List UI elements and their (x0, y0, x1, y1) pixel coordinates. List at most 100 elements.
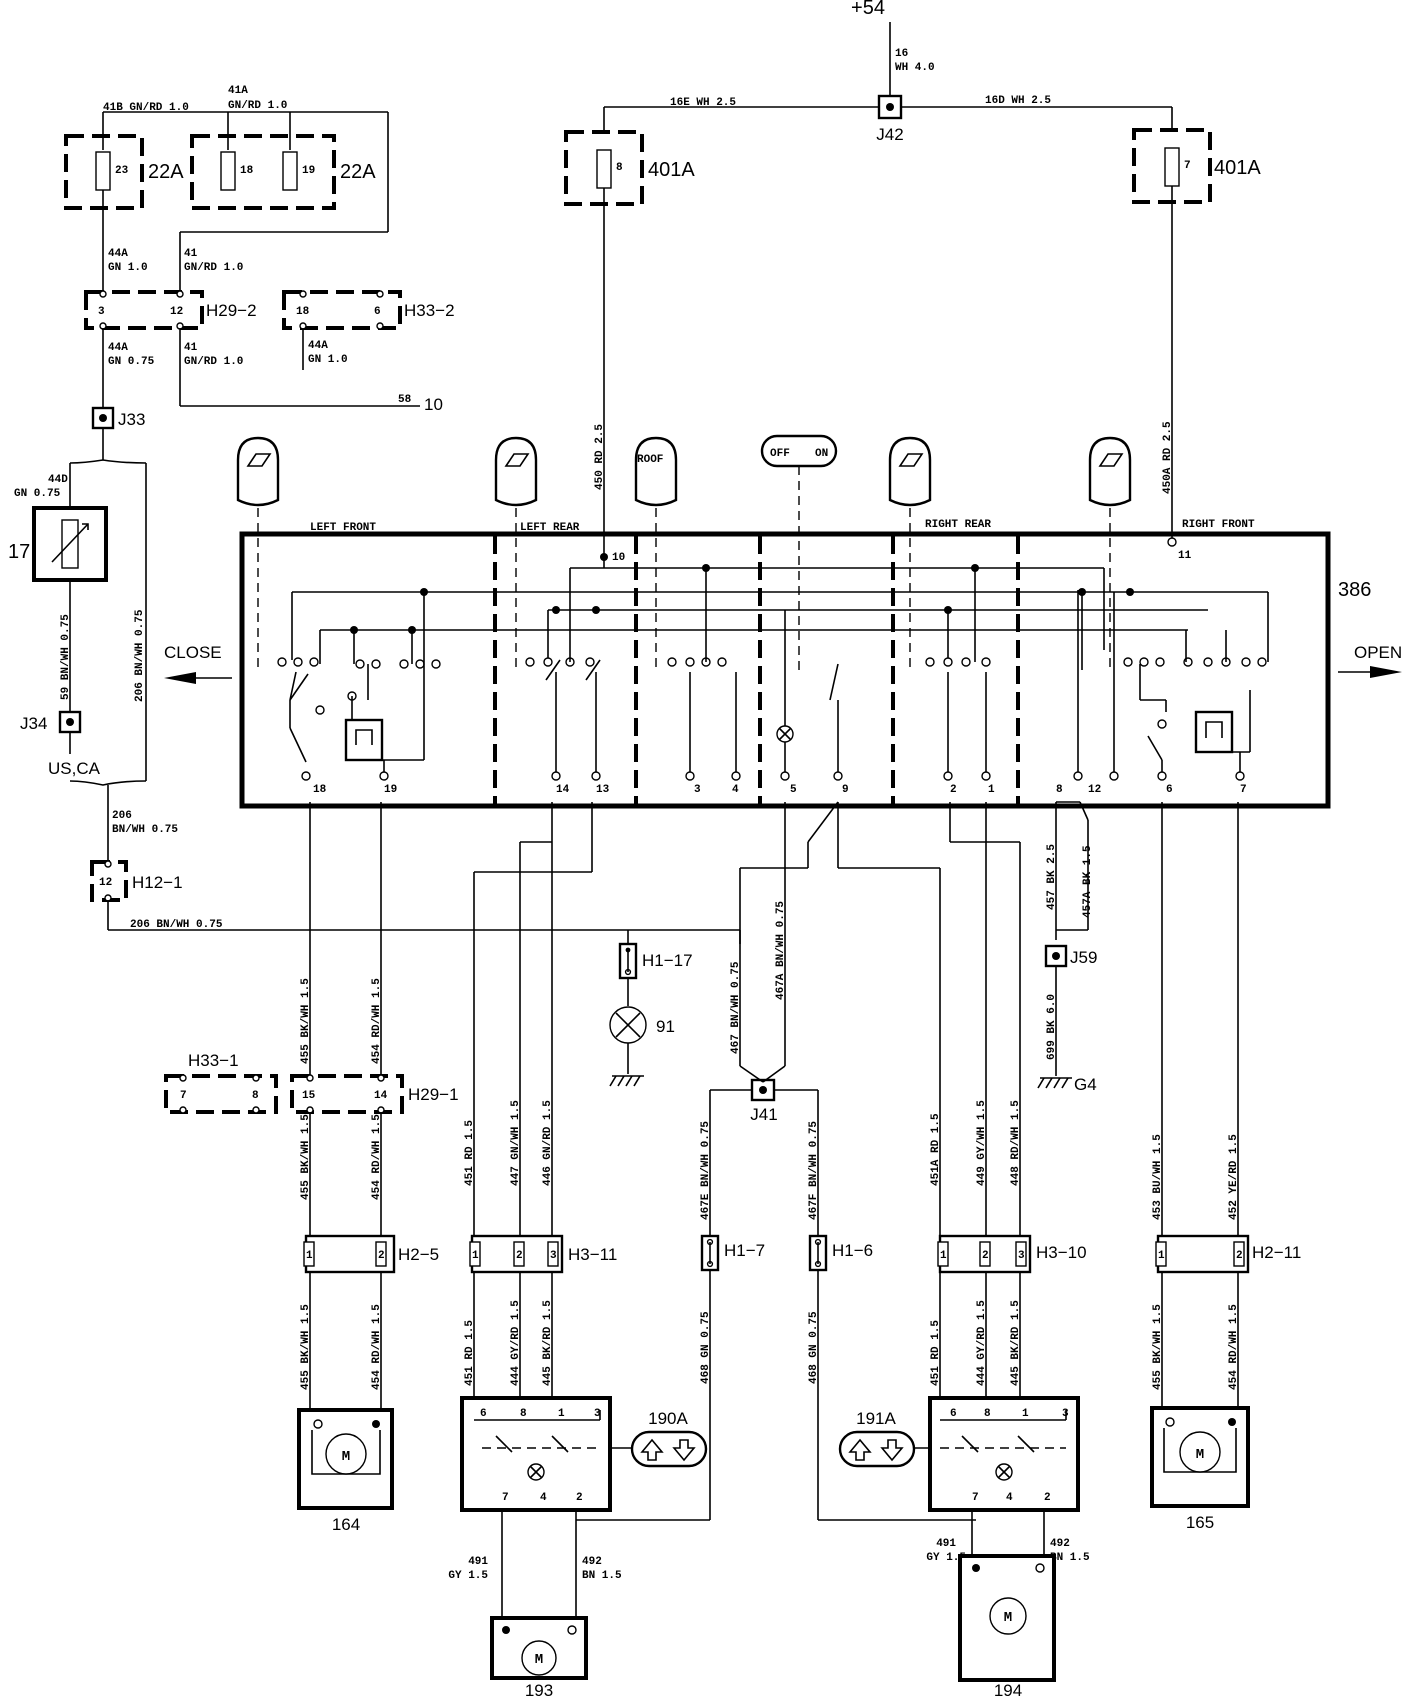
pin-number: 8 (520, 1408, 527, 1420)
wire-label: 16 (895, 48, 908, 60)
svg-text:13: 13 (596, 784, 610, 796)
wire-label: GN 1.0 (308, 354, 348, 366)
pin-number: 2 (1044, 1492, 1051, 1504)
off-label: OFF (770, 448, 790, 460)
wire-label: 16E WH 2.5 (670, 97, 736, 109)
switch-contacts-roof (667, 568, 741, 781)
wire-label: 44A (108, 342, 128, 354)
wire-label: GY 1.5 (448, 1570, 488, 1582)
wire-label: 41A (228, 85, 248, 97)
window-button-left-front (236, 436, 280, 670)
connector-label: H1−17 (642, 951, 693, 970)
wire-label: 467E BN/WH 0.75 (700, 1121, 712, 1220)
component-label: 194 (994, 1681, 1022, 1698)
pin-number: 3 (1018, 1250, 1025, 1262)
component-label: 22A (148, 161, 184, 183)
wire-label: GN 0.75 (108, 356, 155, 368)
wire-label: 58 (398, 394, 412, 406)
junction-label: J41 (750, 1105, 777, 1124)
motor-symbol: M (342, 1449, 350, 1465)
wire-label: 447 GN/WH 1.5 (510, 1100, 522, 1186)
fuse-number: 18 (240, 165, 254, 177)
wire-label: 59 BN/WH 0.75 (60, 614, 72, 700)
roof-button-label: ROOF (637, 454, 663, 466)
connector-label: H2−11 (1252, 1243, 1301, 1262)
wire-label: 450A RD 2.5 (1162, 421, 1174, 494)
up-arrow-icon (640, 1438, 664, 1461)
svg-text:2: 2 (950, 784, 957, 796)
wire-label: 455 BK/WH 1.5 (300, 1304, 312, 1390)
pin-number: 2 (516, 1250, 523, 1262)
window-button-right-rear (888, 436, 932, 672)
switch-contacts-lock (776, 610, 843, 781)
on-label: ON (815, 448, 828, 460)
wire-label: 451 RD 1.5 (464, 1320, 476, 1386)
switch-group-label: RIGHT REAR (925, 519, 991, 531)
junction-label: J33 (118, 410, 145, 429)
connector-label: H3−11 (568, 1245, 617, 1264)
pin-number: 14 (374, 1090, 388, 1102)
wire-label: 446 GN/RD 1.5 (542, 1100, 554, 1186)
wire-label: GY 1.5 (926, 1552, 966, 1564)
connector-label: H12−1 (132, 873, 183, 892)
wire-label: 491 (936, 1538, 956, 1550)
connector-h2-11 (1156, 1234, 1250, 1274)
wire-label: 41B GN/RD 1.0 (103, 102, 189, 114)
close-arrow-icon (164, 672, 196, 684)
open-label: OPEN (1354, 643, 1402, 662)
up-arrow-icon (848, 1438, 872, 1461)
switch-contacts-left-front (277, 592, 441, 781)
panel-pin-numbers: 18 19 14 13 3 4 5 9 2 1 8 12 6 7 (313, 784, 1247, 796)
wire-label: 454 RD/WH 1.5 (371, 1304, 383, 1390)
svg-text:4: 4 (732, 784, 739, 796)
pin-number: 10 (612, 552, 625, 564)
svg-text:5: 5 (790, 784, 797, 796)
pin-number: 3 (594, 1408, 601, 1420)
motor-symbol: M (1196, 1447, 1204, 1463)
fuse-box-22a-right (190, 134, 336, 210)
wire-label: 444 GY/RD 1.5 (510, 1300, 522, 1386)
wire-label: 206 BN/WH 0.75 (134, 609, 146, 702)
svg-text:7: 7 (1240, 784, 1247, 796)
motor-symbol: M (1004, 1610, 1012, 1626)
fuse-number: 8 (616, 162, 623, 174)
component-label: 17 (8, 541, 30, 563)
connector-label: H1−6 (832, 1241, 873, 1260)
switch-group-label: LEFT REAR (520, 522, 580, 534)
ground-icon (609, 1075, 644, 1087)
wire-label: 454 RD/WH 1.5 (371, 978, 383, 1064)
wire-label: 455 BK/WH 1.5 (300, 1114, 312, 1200)
wire-label: GN/RD 1.0 (228, 100, 287, 112)
svg-text:3: 3 (694, 784, 701, 796)
pin-number: 3 (98, 306, 105, 318)
switch-contacts-left-rear (525, 568, 601, 781)
component-label: 164 (332, 1515, 360, 1534)
wire-label: 467F BN/WH 0.75 (808, 1121, 820, 1220)
switch-contacts-right-rear (925, 568, 991, 781)
wire-label: 467A BN/WH 0.75 (775, 901, 787, 1000)
wire-label: 457A BK 1.5 (1082, 845, 1094, 918)
pin-number: 2 (1236, 1250, 1243, 1262)
lift-switch-module-right (928, 1396, 1080, 1512)
connector-label: H1−7 (724, 1241, 765, 1260)
wire-label: GN 1.0 (108, 262, 148, 274)
wire-label: 455 BK/WH 1.5 (1152, 1304, 1164, 1390)
svg-text:19: 19 (384, 784, 397, 796)
wire-label: 491 (468, 1556, 488, 1568)
roof-button: ROOF (634, 436, 678, 672)
wire-label: 452 YE/RD 1.5 (1228, 1134, 1240, 1220)
component-label: 165 (1186, 1513, 1214, 1532)
open-arrow-icon (1370, 666, 1402, 678)
pin-number: 1 (472, 1250, 479, 1262)
wire-label: 450 RD 2.5 (594, 424, 606, 490)
connector-label: H33−2 (404, 301, 455, 320)
wire-label: 445 BK/RD 1.5 (1010, 1300, 1022, 1386)
wire-label: BN 1.5 (582, 1570, 622, 1582)
component-label: 191A (856, 1409, 896, 1428)
connector-label: H29−2 (206, 301, 257, 320)
wire-label: 445 BK/RD 1.5 (542, 1300, 554, 1386)
component-label: 401A (1214, 157, 1261, 179)
wire-label: BN 1.5 (1050, 1552, 1090, 1564)
wire-label: 41 (184, 248, 198, 260)
wire-label: 451A RD 1.5 (930, 1113, 942, 1186)
